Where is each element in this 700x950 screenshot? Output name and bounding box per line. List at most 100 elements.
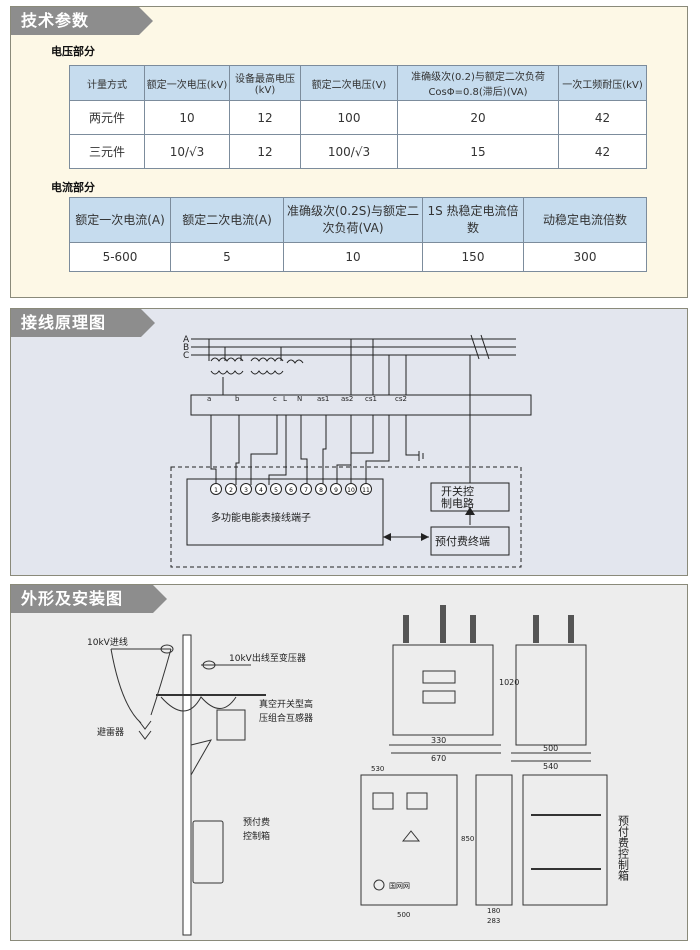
terminal-label: a <box>207 395 211 403</box>
terminal-label: cs2 <box>395 395 407 403</box>
meter-terminal-number: 10 <box>347 487 355 494</box>
dimension-label: 330 <box>431 736 446 745</box>
install-drawings: 10kV进线 10kV出线至变压器 避雷器 真空开关型高 压组合互感器 预付费 … <box>87 605 630 936</box>
table-cell: 12 <box>229 134 301 169</box>
terminal-label: as2 <box>341 395 353 403</box>
dimension-label: 850 <box>461 835 474 843</box>
terminal-label: N <box>297 395 302 403</box>
section-title-tech: 技术参数 <box>11 7 153 35</box>
meter-terminal-circle <box>285 483 297 495</box>
meter-terminal-number: 11 <box>362 487 370 494</box>
dimension-label: 283 <box>487 917 500 925</box>
meter-terminal-circle <box>360 483 372 495</box>
meter-terminal-number: 3 <box>244 487 248 494</box>
dimension-label: 500 <box>543 744 558 753</box>
pt-primary-coil <box>210 357 244 362</box>
table-header-row: 额定一次电流(A) 额定二次电流(A) 准确级次(0.2S)与额定二次负荷(VA… <box>69 197 647 243</box>
table-cell: 15 <box>397 134 559 169</box>
table-cell: 10 <box>144 100 230 135</box>
combo-transformer <box>216 709 246 741</box>
tech-params-panel: 技术参数 电压部分 计量方式 额定一次电压(kV) 设备最高电压(kV) 额定二… <box>10 6 688 298</box>
meter-terminal-number: 8 <box>319 487 323 494</box>
warning-icon <box>401 830 421 842</box>
bushings <box>403 605 476 643</box>
phase-label: A <box>183 335 190 345</box>
meter-terminal-number: 7 <box>304 487 308 494</box>
table-header-cell: 计量方式 <box>69 65 145 101</box>
meter-terminal-number: 1 <box>214 487 218 494</box>
wiring-panel: 接线原理图 <box>10 308 688 576</box>
table-cell: 三元件 <box>69 134 145 169</box>
terminal-label: b <box>235 395 240 403</box>
current-table: 额定一次电流(A) 额定二次电流(A) 准确级次(0.2S)与额定二次负荷(VA… <box>69 197 647 272</box>
meter-terminal-circle <box>330 483 342 495</box>
voltage-subtitle: 电压部分 <box>51 45 95 58</box>
table-header-cell: 设备最高电压(kV) <box>229 65 301 101</box>
terminal-label: cs1 <box>365 395 377 403</box>
terminal-label: c <box>273 395 277 403</box>
table-header-cell: 动稳定电流倍数 <box>523 197 647 243</box>
section-title-wiring: 接线原理图 <box>11 309 155 337</box>
wiring-diagram: A B C a b c L N as1 as2 cs1 cs2 多功能电能表接线… <box>170 334 532 568</box>
dimension-label: 180 <box>487 907 500 915</box>
label-10kv-in: 10kV进线 <box>87 636 128 648</box>
table-cell: 42 <box>558 100 647 135</box>
cabinet-side-view <box>475 774 513 906</box>
install-panel: 外形及安装图 <box>10 584 688 941</box>
current-subtitle: 电流部分 <box>51 181 95 194</box>
cabinet-front-view <box>360 774 458 906</box>
table-cell: 300 <box>523 242 647 272</box>
switch-label: 开关控 <box>441 484 474 498</box>
section-title-install: 外形及安装图 <box>11 585 167 613</box>
side-label: 预付费控制箱 <box>617 815 630 882</box>
label-box: 控制箱 <box>243 830 270 842</box>
table-cell: 两元件 <box>69 100 145 135</box>
meter-label: 多功能电能表接线端子 <box>211 511 311 524</box>
arrow-left-icon <box>383 533 391 541</box>
utility-pole <box>182 634 192 936</box>
terminal-label: as1 <box>317 395 329 403</box>
table-header-cell: 准确级次(0.2)与额定二次负荷 CosΦ=0.8(滞后)(VA) <box>397 65 559 101</box>
meter-terminal-circle <box>300 483 312 495</box>
meter-terminal-circle <box>345 483 357 495</box>
meter-terminal-circle <box>315 483 327 495</box>
cabinet-inside-view <box>522 774 608 906</box>
dimension-label: 540 <box>543 762 558 771</box>
table-header-cell: 额定一次电压(kV) <box>144 65 230 101</box>
arrester-icon <box>138 720 152 740</box>
switch-label: 制电路 <box>441 497 474 510</box>
dimension-label: 500 <box>397 911 410 919</box>
meter-terminal-number: 9 <box>334 487 338 494</box>
label-combo: 压组合互感器 <box>259 712 313 724</box>
table-header-cell: 额定二次电流(A) <box>170 197 284 243</box>
meter-terminal-block <box>186 478 384 546</box>
transformer-side-view <box>515 644 587 746</box>
insulator <box>202 660 216 670</box>
insulator <box>160 644 174 654</box>
brand-label: 国网网 <box>389 882 410 890</box>
table-cell: 20 <box>397 100 559 135</box>
terminal-label: L <box>283 395 287 403</box>
transformer-front-view <box>392 644 494 736</box>
phase-label: B <box>183 343 189 353</box>
voltage-table: 计量方式 额定一次电压(kV) 设备最高电压(kV) 额定二次电压(V) 准确级… <box>69 65 647 169</box>
meter-terminal-number: 5 <box>274 487 278 494</box>
meter-terminal-circle <box>255 483 267 495</box>
table-row: 两元件 10 12 100 20 42 <box>69 100 647 135</box>
phase-label: C <box>183 351 189 361</box>
table-header-cell: 一次工频耐压(kV) <box>558 65 647 101</box>
label-box: 预付费 <box>243 816 270 828</box>
table-cell: 5-600 <box>69 242 171 272</box>
control-box-side <box>192 820 224 884</box>
prepay-terminal-box <box>430 526 510 556</box>
meter-enclosure <box>170 466 522 568</box>
table-cell: 10 <box>283 242 423 272</box>
dimension-label: 530 <box>371 765 384 773</box>
pt-secondary-coil <box>210 370 244 375</box>
label-10kv-out: 10kV出线至变压器 <box>229 652 306 664</box>
table-header-cell: 准确级次(0.2S)与额定二次负荷(VA) <box>283 197 423 243</box>
label-combo: 真空开关型高 <box>259 698 313 710</box>
table-cell: 12 <box>229 100 301 135</box>
ct-coil <box>286 359 304 364</box>
incoming-wire <box>110 648 172 724</box>
